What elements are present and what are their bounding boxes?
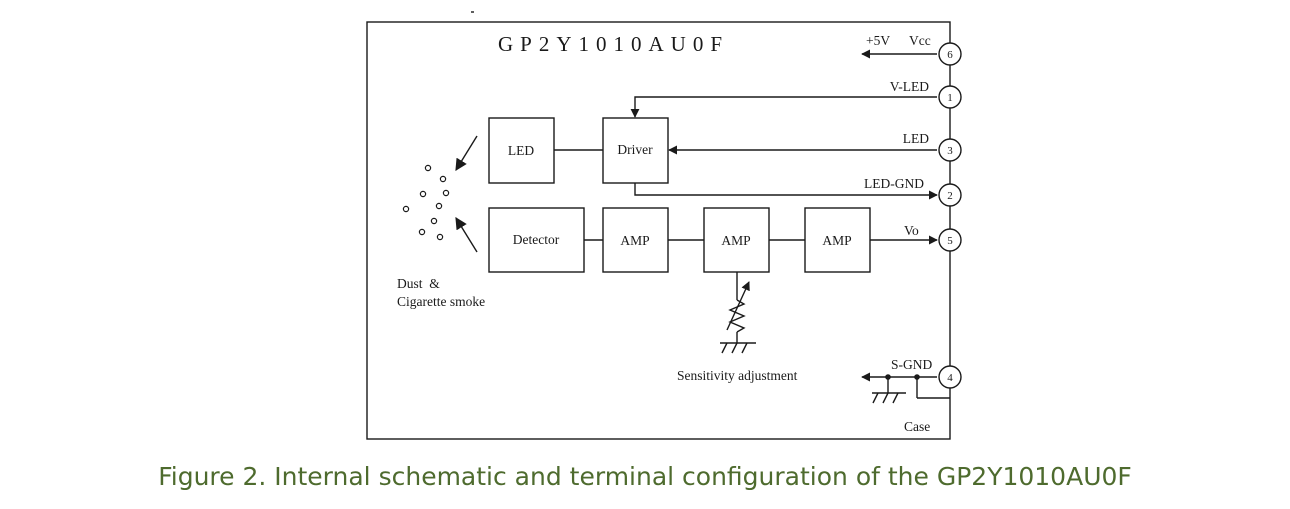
- dust-particle: [435, 202, 443, 210]
- pin-5-circle: [938, 228, 962, 252]
- pin-3-circle: [938, 138, 962, 162]
- pin-4-number: 4: [947, 372, 953, 384]
- pin-5-number: 5: [947, 235, 953, 247]
- dust-particle: [436, 233, 444, 241]
- detector-block-label: Detector: [513, 232, 560, 247]
- vcc-supply-label: +5V: [866, 33, 890, 48]
- vo-label: Vo: [904, 223, 919, 238]
- amp3-block-label: AMP: [822, 233, 851, 248]
- pin-1-circle: [938, 85, 962, 109]
- dust-particle: [430, 217, 438, 225]
- pin-2-circle: [938, 183, 962, 207]
- pot-adjust-arrow: [726, 281, 750, 331]
- case-junction-dot: [914, 374, 920, 380]
- led-gnd-wire: [634, 183, 938, 200]
- dust-particle: [424, 164, 432, 172]
- dust-label-line1: Dust &: [397, 276, 440, 291]
- pin-2-number: 2: [947, 190, 953, 202]
- amp2-block-label: AMP: [721, 233, 750, 248]
- pot-ground-hatch: [721, 342, 748, 354]
- case-label: Case: [904, 419, 930, 434]
- dust-label-line2: Cigarette smoke: [397, 294, 485, 309]
- dust-particle: [442, 189, 450, 197]
- pin-3-number: 3: [947, 145, 953, 157]
- scatter-arrow: [455, 216, 478, 253]
- led-block-label: LED: [508, 143, 534, 158]
- pot-resistor: [728, 299, 746, 333]
- dust-particle: [402, 205, 410, 213]
- pin-6-number: 6: [947, 49, 953, 61]
- v-led-label: V-LED: [890, 79, 929, 94]
- dust-particle: [418, 228, 426, 236]
- sgnd-junction-dot: [885, 374, 891, 380]
- sensitivity-label: Sensitivity adjustment: [677, 368, 798, 383]
- dust-particle: [439, 175, 447, 183]
- emit-arrow: [455, 135, 478, 172]
- vcc-label: Vcc: [909, 33, 931, 48]
- s-gnd-label: S-GND: [891, 357, 933, 372]
- pin-1-number: 1: [947, 92, 953, 104]
- figure-caption: Figure 2. Internal schematic and termina…: [158, 462, 1132, 491]
- pin-4-circle: [938, 365, 962, 389]
- device-title: GP2Y1010AU0F: [498, 32, 729, 56]
- amp1-block-label: AMP: [620, 233, 649, 248]
- v-led-wire: [630, 96, 937, 118]
- dust-particles: [402, 164, 450, 241]
- led-gnd-label: LED-GND: [864, 176, 924, 191]
- pin-6-circle: [938, 42, 962, 66]
- driver-block-label: Driver: [617, 142, 653, 157]
- led-signal-label: LED: [903, 131, 929, 146]
- sgnd-ground-hatch: [872, 392, 899, 404]
- dust-particle: [419, 190, 427, 198]
